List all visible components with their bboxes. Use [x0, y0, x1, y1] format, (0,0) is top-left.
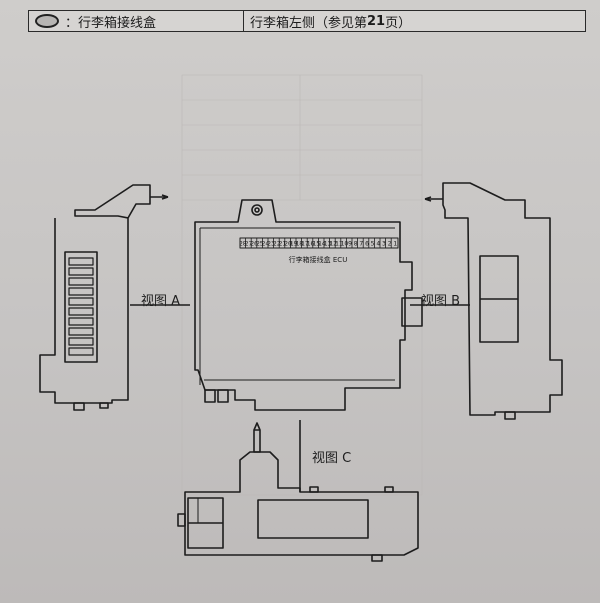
background-grid: [181, 74, 423, 496]
ecu-pin-number: 17: [301, 240, 309, 248]
ecu-pin-number: 9: [348, 240, 352, 248]
ecu-pin-number: 12: [329, 240, 337, 248]
ecu-pin-number: 13: [324, 240, 332, 248]
header-table: ：行李箱接线盒 行李箱左侧（参见第 21 页）: [28, 10, 586, 32]
ecu-pin-number: 11: [335, 240, 343, 248]
ecu-pin-number: 24: [262, 240, 270, 248]
connector-oval-icon: [35, 14, 59, 28]
header-connector-cell: ：行李箱接线盒: [29, 11, 244, 31]
ecu-pin-number: 6: [365, 240, 369, 248]
ecu-pin-number: 25: [256, 240, 264, 248]
view-a-pin-slots: [68, 257, 94, 356]
ecu-pin-number: 15: [312, 240, 320, 248]
ecu-pin-number: 28: [239, 240, 247, 248]
ecu-pin-number: 7: [359, 240, 363, 248]
ecu-pin-cells: [245, 238, 392, 248]
ecu-pin-number: 21: [278, 240, 286, 248]
ecu-pin-number: 4: [376, 240, 380, 248]
ecu-pin-number: 20: [284, 240, 292, 248]
ecu-pin-number: 27: [245, 240, 253, 248]
ecu-pin-number: 14: [318, 240, 326, 248]
ecu-pin-number: 3: [382, 240, 386, 248]
header-location-cell: 行李箱左侧（参见第 21 页）: [244, 11, 411, 31]
ecu-pin-number: 23: [267, 240, 275, 248]
ecu-pin-number: 18: [295, 240, 303, 248]
view-b-box: [424, 182, 563, 420]
view-b-label: 视图 B: [421, 294, 461, 309]
ecu-pin-number: 2: [388, 240, 392, 248]
view-a-label: 视图 A: [141, 294, 181, 309]
ecu-pin-number: 5: [371, 240, 375, 248]
ecu-pin-number: 8: [354, 240, 358, 248]
ecu-pin-number: 1: [393, 240, 397, 248]
ecu-pin-number: 19: [290, 240, 298, 248]
view-a-box: [39, 184, 169, 411]
view-c-box: [177, 422, 419, 562]
ecu-pin-number: 26: [250, 240, 258, 248]
header-page-number: 21: [367, 13, 386, 29]
ecu-pin-number: 16: [307, 240, 315, 248]
view-c-label: 视图 C: [312, 451, 352, 466]
ecu-pin-number: 10: [341, 240, 349, 248]
header-location-suffix: 页）: [385, 15, 412, 31]
ecu-label: 行李箱接线盒 ECU: [289, 255, 348, 264]
ecu-pin-number: 22: [273, 240, 281, 248]
header-connector-name: ：行李箱接线盒: [65, 15, 157, 31]
header-location-prefix: 行李箱左侧（参见第: [250, 15, 368, 31]
